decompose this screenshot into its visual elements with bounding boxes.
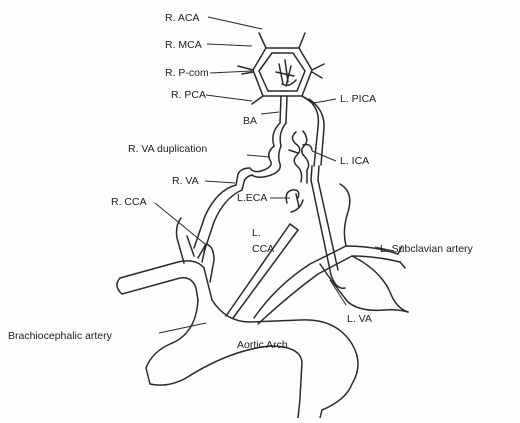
left-eca xyxy=(286,190,303,212)
aortic-arch xyxy=(146,300,358,418)
label-r-pca: R. PCA xyxy=(171,89,206,101)
circle-of-willis xyxy=(238,33,324,104)
label-l-pica: L. PICA xyxy=(340,93,376,105)
label-l-subclavian: L. Subclavian artery xyxy=(380,243,474,255)
label-r-va-duplication: R. VA duplication xyxy=(128,143,207,155)
right-va xyxy=(194,185,242,252)
label-r-mca: R. MCA xyxy=(165,39,202,51)
label-aortic-arch: Aortic Arch xyxy=(237,339,288,351)
brachiocephalic-artery xyxy=(117,261,212,300)
right-cca xyxy=(177,218,215,282)
left-ica xyxy=(289,131,312,183)
label-l-eca: L.ECA xyxy=(237,192,267,204)
label-l-cca-line2: CCA xyxy=(252,243,274,255)
label-r-va: R. VA xyxy=(172,175,199,187)
label-l-cca-line1: L. xyxy=(252,227,261,239)
basilar-artery xyxy=(273,96,287,146)
label-l-ica: L. ICA xyxy=(340,155,369,167)
label-r-pcom: R. P-com xyxy=(165,67,209,79)
left-pica xyxy=(302,96,324,166)
label-r-aca: R. ACA xyxy=(165,12,199,24)
label-ba: BA xyxy=(243,115,257,127)
label-l-va: L. VA xyxy=(347,313,372,325)
label-brachiocephalic: Brachiocephalic artery xyxy=(8,330,113,342)
labels: R. ACA R. MCA R. P-com R. PCA BA L. PICA… xyxy=(8,12,474,351)
label-r-cca: R. CCA xyxy=(111,196,147,208)
left-cca xyxy=(226,224,298,318)
right-va-duplication xyxy=(236,146,281,190)
